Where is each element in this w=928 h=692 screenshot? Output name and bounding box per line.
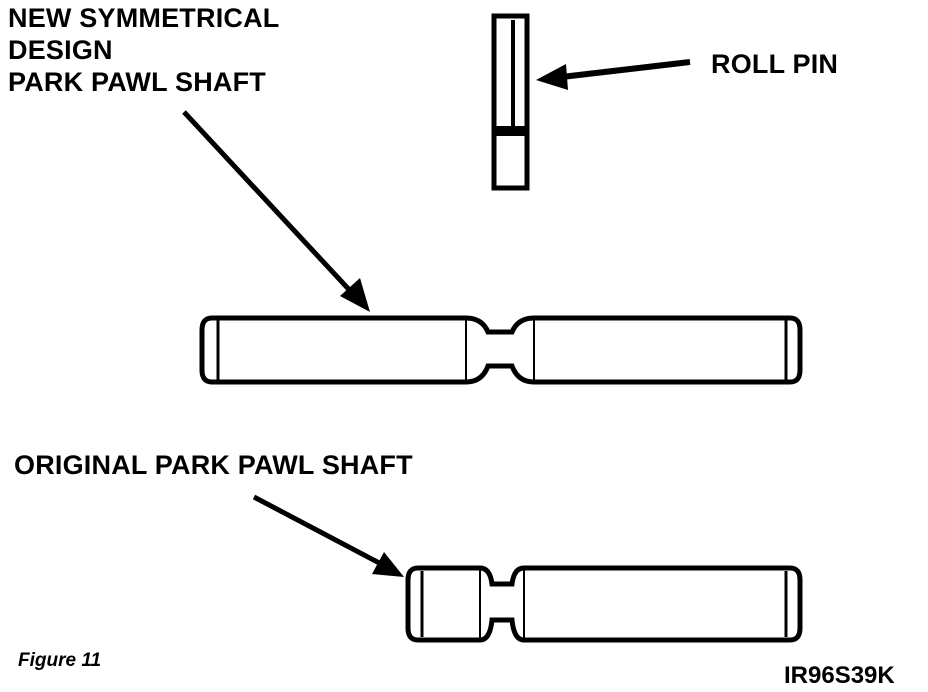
figure-code: IR96S39K — [784, 662, 895, 689]
original-shaft-label: ORIGINAL PARK PAWL SHAFT — [14, 450, 413, 480]
roll-pin-arrow — [536, 59, 691, 90]
original-shaft-arrow — [252, 494, 404, 577]
roll-pin — [491, 13, 530, 191]
new-shaft-label-line1: NEW SYMMETRICAL — [8, 3, 280, 33]
new-shaft-label-line3: PARK PAWL SHAFT — [8, 67, 266, 97]
new-symmetrical-shaft — [199, 315, 803, 385]
roll-pin-label: ROLL PIN — [711, 49, 839, 79]
original-shaft-outline — [405, 565, 803, 643]
new-shaft-label-line2: DESIGN — [8, 35, 113, 65]
figure-caption: Figure 11 — [18, 650, 102, 671]
new-shaft-label: NEW SYMMETRICAL DESIGN PARK PAWL SHAFT — [8, 2, 279, 98]
original-shaft — [405, 565, 803, 643]
new-shaft-arrow — [182, 110, 370, 312]
roll-pin-body — [491, 13, 530, 191]
new-shaft-outline — [199, 315, 803, 385]
